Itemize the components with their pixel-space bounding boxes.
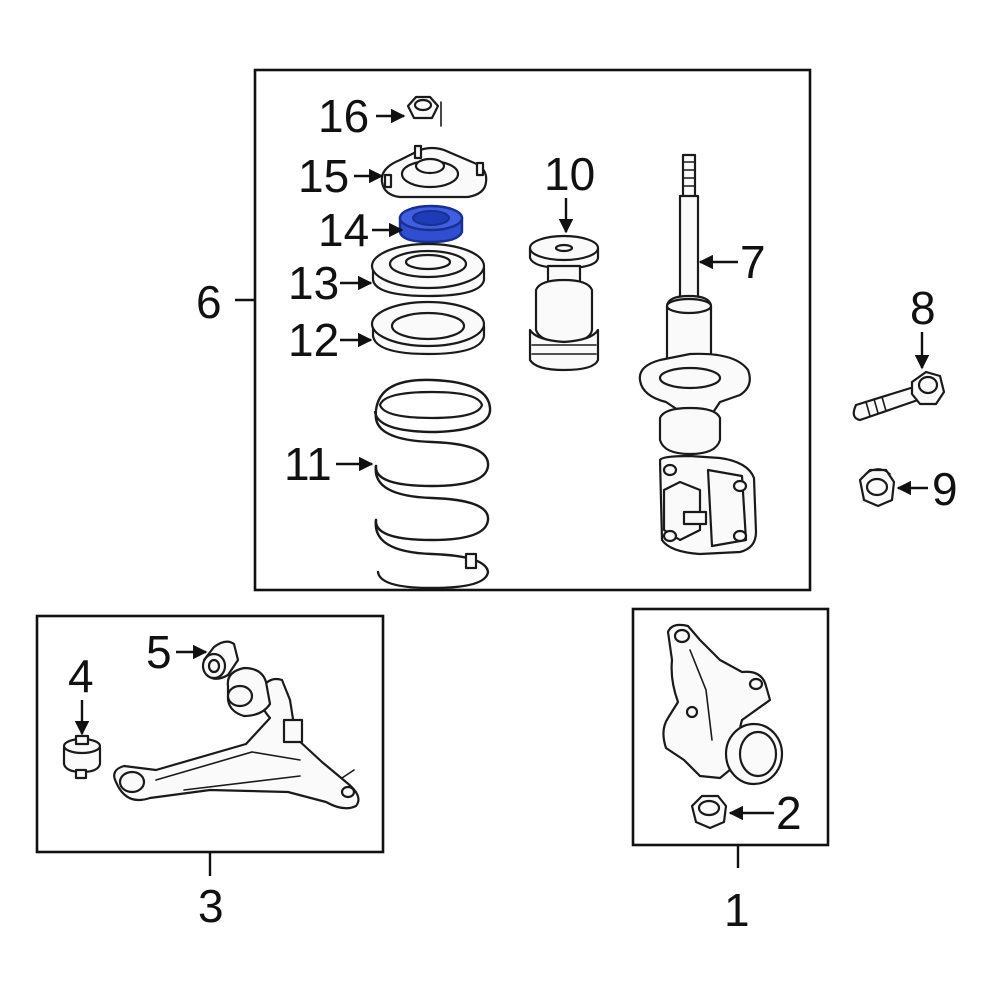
part-2-nut[interactable] <box>690 794 728 830</box>
part-16-nut[interactable] <box>406 95 442 127</box>
part-9-nut[interactable] <box>858 468 896 508</box>
part-7-strut[interactable] <box>638 153 758 556</box>
label-11: 11 <box>284 438 332 490</box>
knuckle-box <box>631 607 830 847</box>
label-5: 5 <box>146 626 172 678</box>
label-13: 13 <box>288 257 339 309</box>
part-13-spring-seat[interactable] <box>370 242 486 298</box>
part-3-control-arm[interactable] <box>113 666 360 810</box>
label-15: 15 <box>298 150 349 202</box>
label-6: 6 <box>196 276 222 328</box>
part-11-coil-spring[interactable] <box>373 378 492 590</box>
label-3: 3 <box>198 880 224 932</box>
label-16: 16 <box>318 90 369 142</box>
part-14-bearing[interactable] <box>398 204 464 244</box>
part-15-upper-mount[interactable] <box>380 144 488 199</box>
part-4-bushing[interactable] <box>62 734 102 780</box>
label-7: 7 <box>740 236 766 288</box>
label-12: 12 <box>288 314 339 366</box>
strut-assembly-box <box>253 68 812 592</box>
part-10-bump-stop[interactable] <box>528 234 600 372</box>
label-1: 1 <box>724 884 750 936</box>
part-8-bolt[interactable] <box>852 370 946 422</box>
label-14: 14 <box>318 204 369 256</box>
label-10: 10 <box>544 148 595 200</box>
part-5-bushing[interactable] <box>201 640 240 680</box>
part-1-knuckle[interactable] <box>662 623 784 786</box>
label-4: 4 <box>68 650 94 702</box>
part-12-insulator[interactable] <box>370 300 486 356</box>
label-2: 2 <box>776 787 802 839</box>
label-8: 8 <box>910 282 936 334</box>
label-9: 9 <box>932 463 958 515</box>
